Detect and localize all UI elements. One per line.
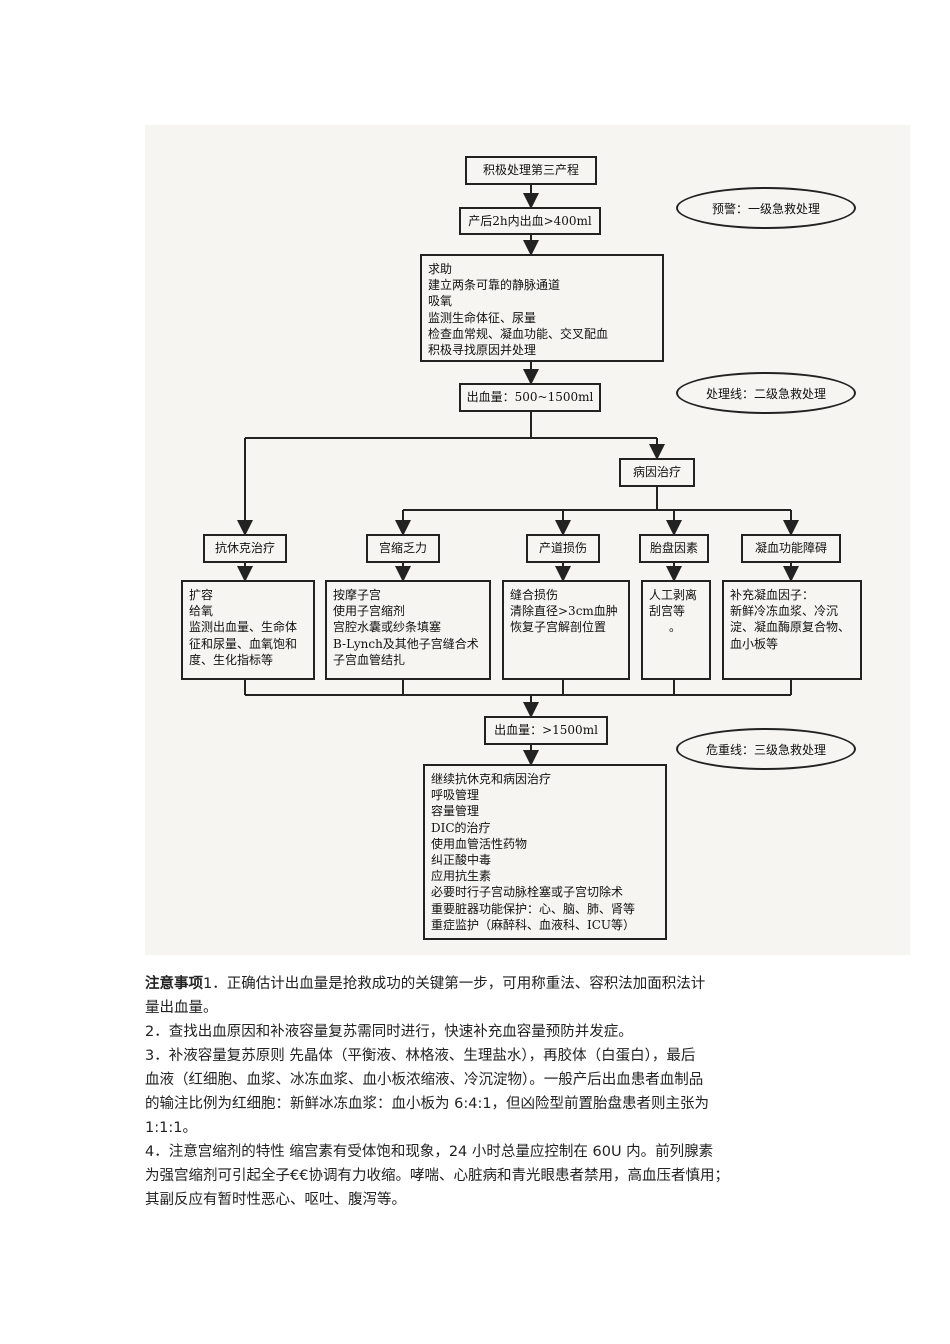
notes-section: 注意事项1．正确估计出血量是抢救成功的关键第一步，可用称重法、容积法加面积法计 …	[145, 972, 835, 1212]
notes-line: 血液（红细胞、血浆、冰冻血浆、血小板浓缩液、冷沉淀物）。一般产后出血患者血制品	[145, 1072, 704, 1088]
branch-trauma-actions: 缝合损伤 清除直径>3cm血肿 恢复子宫解剖位置	[502, 580, 630, 680]
list-item: 纠正酸中毒	[431, 852, 492, 867]
list-item: 积极寻找原因并处理	[428, 342, 537, 357]
notes-line: 2．查找出血原因和补液容量复苏需同时进行，快速补充血容量预防并发症。	[145, 1024, 633, 1040]
stage2-box: 出血量：500~1500ml	[459, 383, 601, 412]
stage3-box: 出血量：>1500ml	[484, 716, 608, 745]
notes-line: 的输注比例为红细胞：新鲜冰冻血浆：血小板为 6:4:1，但凶险型前置胎盘患者则主…	[145, 1096, 710, 1112]
list-item: 使用子宫缩剂	[333, 604, 406, 619]
list-item: 重要脏器功能保护：心、脑、肺、肾等	[431, 901, 636, 916]
list-item: DIC的治疗	[431, 820, 491, 835]
list-item: 应用抗生素	[431, 869, 492, 884]
notes-line: 3．补液容量复苏原则 先晶体（平衡液、林格液、生理盐水），再胶体（白蛋白），最后	[145, 1048, 696, 1064]
initial-actions-box: 求助 建立两条可靠的静脉通道 吸氧 监测生命体征、尿量 检查血常规、凝血功能、交…	[420, 254, 664, 362]
list-item: 按摩子宫	[333, 588, 382, 602]
notes-heading: 注意事项	[145, 976, 203, 992]
list-item: 使用血管活性药物	[431, 836, 528, 851]
branch-coagulation-actions: 补充凝血因子： 新鲜冷冻血浆、冷沉 淀、凝血酶原复合物、 血小板等	[722, 580, 862, 680]
list-item: 检查血常规、凝血功能、交叉配血	[428, 326, 609, 341]
list-item: 子宫血管结扎	[333, 652, 406, 667]
alert-level-2: 处理线：二级急救处理	[676, 372, 856, 414]
branch-title-coagulation: 凝血功能障碍	[741, 534, 841, 563]
list-item: 新鲜冷冻血浆、冷沉	[730, 604, 839, 619]
notes-line: 量出血量。	[145, 1000, 218, 1016]
final-actions-box: 继续抗休克和病因治疗 呼吸管理 容量管理 DIC的治疗 使用血管活性药物 纠正酸…	[423, 764, 667, 940]
list-item: 宫腔水囊或纱条填塞	[333, 620, 442, 635]
list-item: 。	[669, 620, 682, 635]
list-item: 继续抗休克和病因治疗	[431, 772, 552, 786]
branch-shock-actions: 扩容 给氧 监测出血量、生命体 征和尿量、血氧饱和 度、生化指标等	[181, 580, 315, 680]
notes-line: 4．注意宫缩剂的特性 缩宫素有受体饱和现象，24 小时总量应控制在 60U 内。…	[145, 1144, 714, 1160]
list-item: 求助	[428, 262, 453, 276]
notes-line: 注意事项1．正确估计出血量是抢救成功的关键第一步，可用称重法、容积法加面积法计	[145, 976, 706, 992]
branch-title-trauma: 产道损伤	[526, 534, 600, 563]
list-item: 补充凝血因子：	[730, 588, 815, 602]
list-item: 呼吸管理	[431, 788, 480, 803]
notes-line: 为强宫缩剂可引起全子€€协调有力收缩。哮喘、心脏病和青光眼患者禁用，高血压者慎用…	[145, 1168, 729, 1184]
alert-level-3: 危重线：三级急救处理	[676, 728, 856, 770]
list-item: 恢复子宫解剖位置	[510, 620, 607, 635]
list-item: 给氧	[189, 604, 214, 619]
notes-line: 其副反应有暂时性恶心、呕吐、腹泻等。	[145, 1192, 406, 1208]
start-box: 积极处理第三产程	[465, 156, 597, 185]
alert-level-1: 预警：一级急救处理	[676, 187, 856, 229]
list-item: 人工剥离	[649, 588, 698, 602]
trigger-box: 产后2h内出血>400ml	[459, 207, 601, 235]
list-item: 清除直径>3cm血肿	[510, 604, 618, 619]
list-item: 监测生命体征、尿量	[428, 310, 537, 325]
list-item: 重症监护（麻醉科、血液科、ICU等）	[431, 917, 636, 932]
list-item: 容量管理	[431, 804, 480, 819]
branch-atony-actions: 按摩子宫 使用子宫缩剂 宫腔水囊或纱条填塞 B-Lynch及其他子宫缝合术 子宫…	[325, 580, 491, 680]
list-item: 淀、凝血酶原复合物、	[730, 620, 851, 635]
list-item: 征和尿量、血氧饱和	[189, 636, 298, 651]
list-item: 刮宫等	[649, 604, 686, 619]
branch-title-atony: 宫缩乏力	[366, 534, 440, 563]
notes-line: 1:1:1。	[145, 1120, 197, 1136]
list-item: 必要时行子宫动脉栓塞或子宫切除术	[431, 885, 624, 900]
branch-title-shock: 抗休克治疗	[203, 534, 287, 563]
list-item: 吸氧	[428, 294, 453, 309]
list-item: 扩容	[189, 588, 214, 602]
list-item: B-Lynch及其他子宫缝合术	[333, 636, 479, 651]
list-item: 度、生化指标等	[189, 652, 274, 667]
list-item: 监测出血量、生命体	[189, 620, 298, 635]
branch-title-placenta: 胎盘因素	[639, 534, 709, 563]
etiology-box: 病因治疗	[619, 458, 695, 487]
list-item: 缝合损伤	[510, 588, 559, 602]
list-item: 建立两条可靠的静脉通道	[428, 278, 561, 293]
branch-placenta-actions: 人工剥离 刮宫等 。	[641, 580, 711, 680]
list-item: 血小板等	[730, 636, 779, 651]
